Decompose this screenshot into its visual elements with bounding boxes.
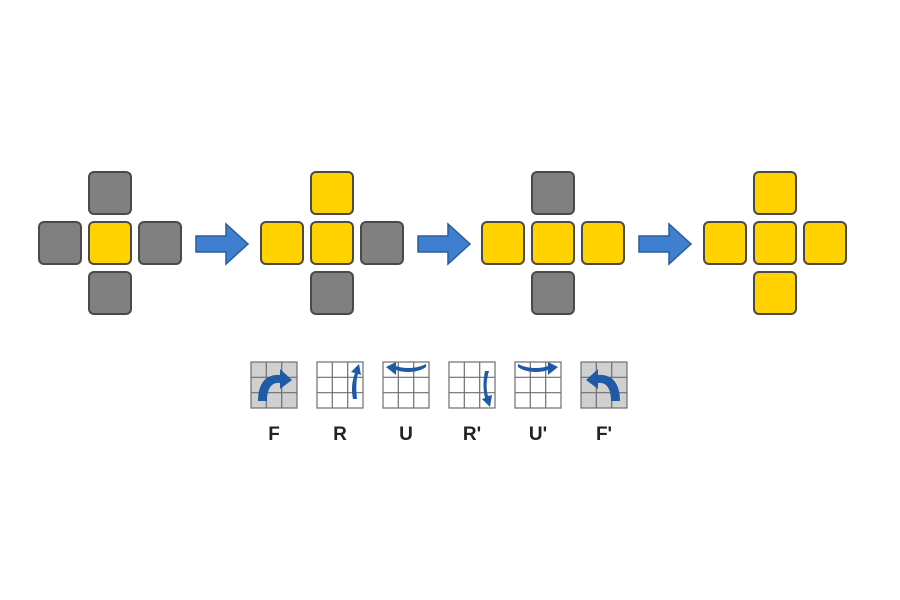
move-sequence: F R xyxy=(249,361,639,451)
move-label: U' xyxy=(528,424,548,445)
move-u-prime: U' xyxy=(513,361,563,451)
tile-right xyxy=(803,221,847,265)
front-clockwise-icon xyxy=(250,361,298,409)
right-arrow-icon xyxy=(194,222,250,266)
tile-right xyxy=(360,221,404,265)
right-up-icon xyxy=(316,361,364,409)
tile-right xyxy=(138,221,182,265)
cross-step-2 xyxy=(259,170,409,320)
move-label: U xyxy=(399,424,413,445)
right-down-icon xyxy=(448,361,496,409)
move-u: U xyxy=(381,361,431,451)
tile-center xyxy=(753,221,797,265)
right-arrow-icon xyxy=(637,222,693,266)
tile-up xyxy=(531,171,575,215)
tile-down xyxy=(310,271,354,315)
tile-down xyxy=(531,271,575,315)
tile-down xyxy=(753,271,797,315)
tile-up xyxy=(310,171,354,215)
tile-center xyxy=(310,221,354,265)
move-r: R xyxy=(315,361,365,451)
cross-step-4 xyxy=(702,170,852,320)
move-label: R' xyxy=(462,424,482,445)
move-r-prime: R' xyxy=(447,361,497,451)
move-label: R xyxy=(333,424,347,445)
move-f: F xyxy=(249,361,299,451)
tile-up xyxy=(753,171,797,215)
tile-left xyxy=(260,221,304,265)
tile-center xyxy=(88,221,132,265)
up-turn-icon xyxy=(382,361,430,409)
tile-down xyxy=(88,271,132,315)
move-f-prime: F' xyxy=(579,361,629,451)
tile-left xyxy=(703,221,747,265)
tile-right xyxy=(581,221,625,265)
tile-left xyxy=(38,221,82,265)
up-reverse-turn-icon xyxy=(514,361,562,409)
move-label: F xyxy=(268,424,280,445)
cross-step-3 xyxy=(480,170,630,320)
cross-step-1 xyxy=(37,170,187,320)
right-arrow-icon xyxy=(416,222,472,266)
move-label: F' xyxy=(595,424,613,445)
tile-left xyxy=(481,221,525,265)
tile-up xyxy=(88,171,132,215)
front-counterclockwise-icon xyxy=(580,361,628,409)
tile-center xyxy=(531,221,575,265)
